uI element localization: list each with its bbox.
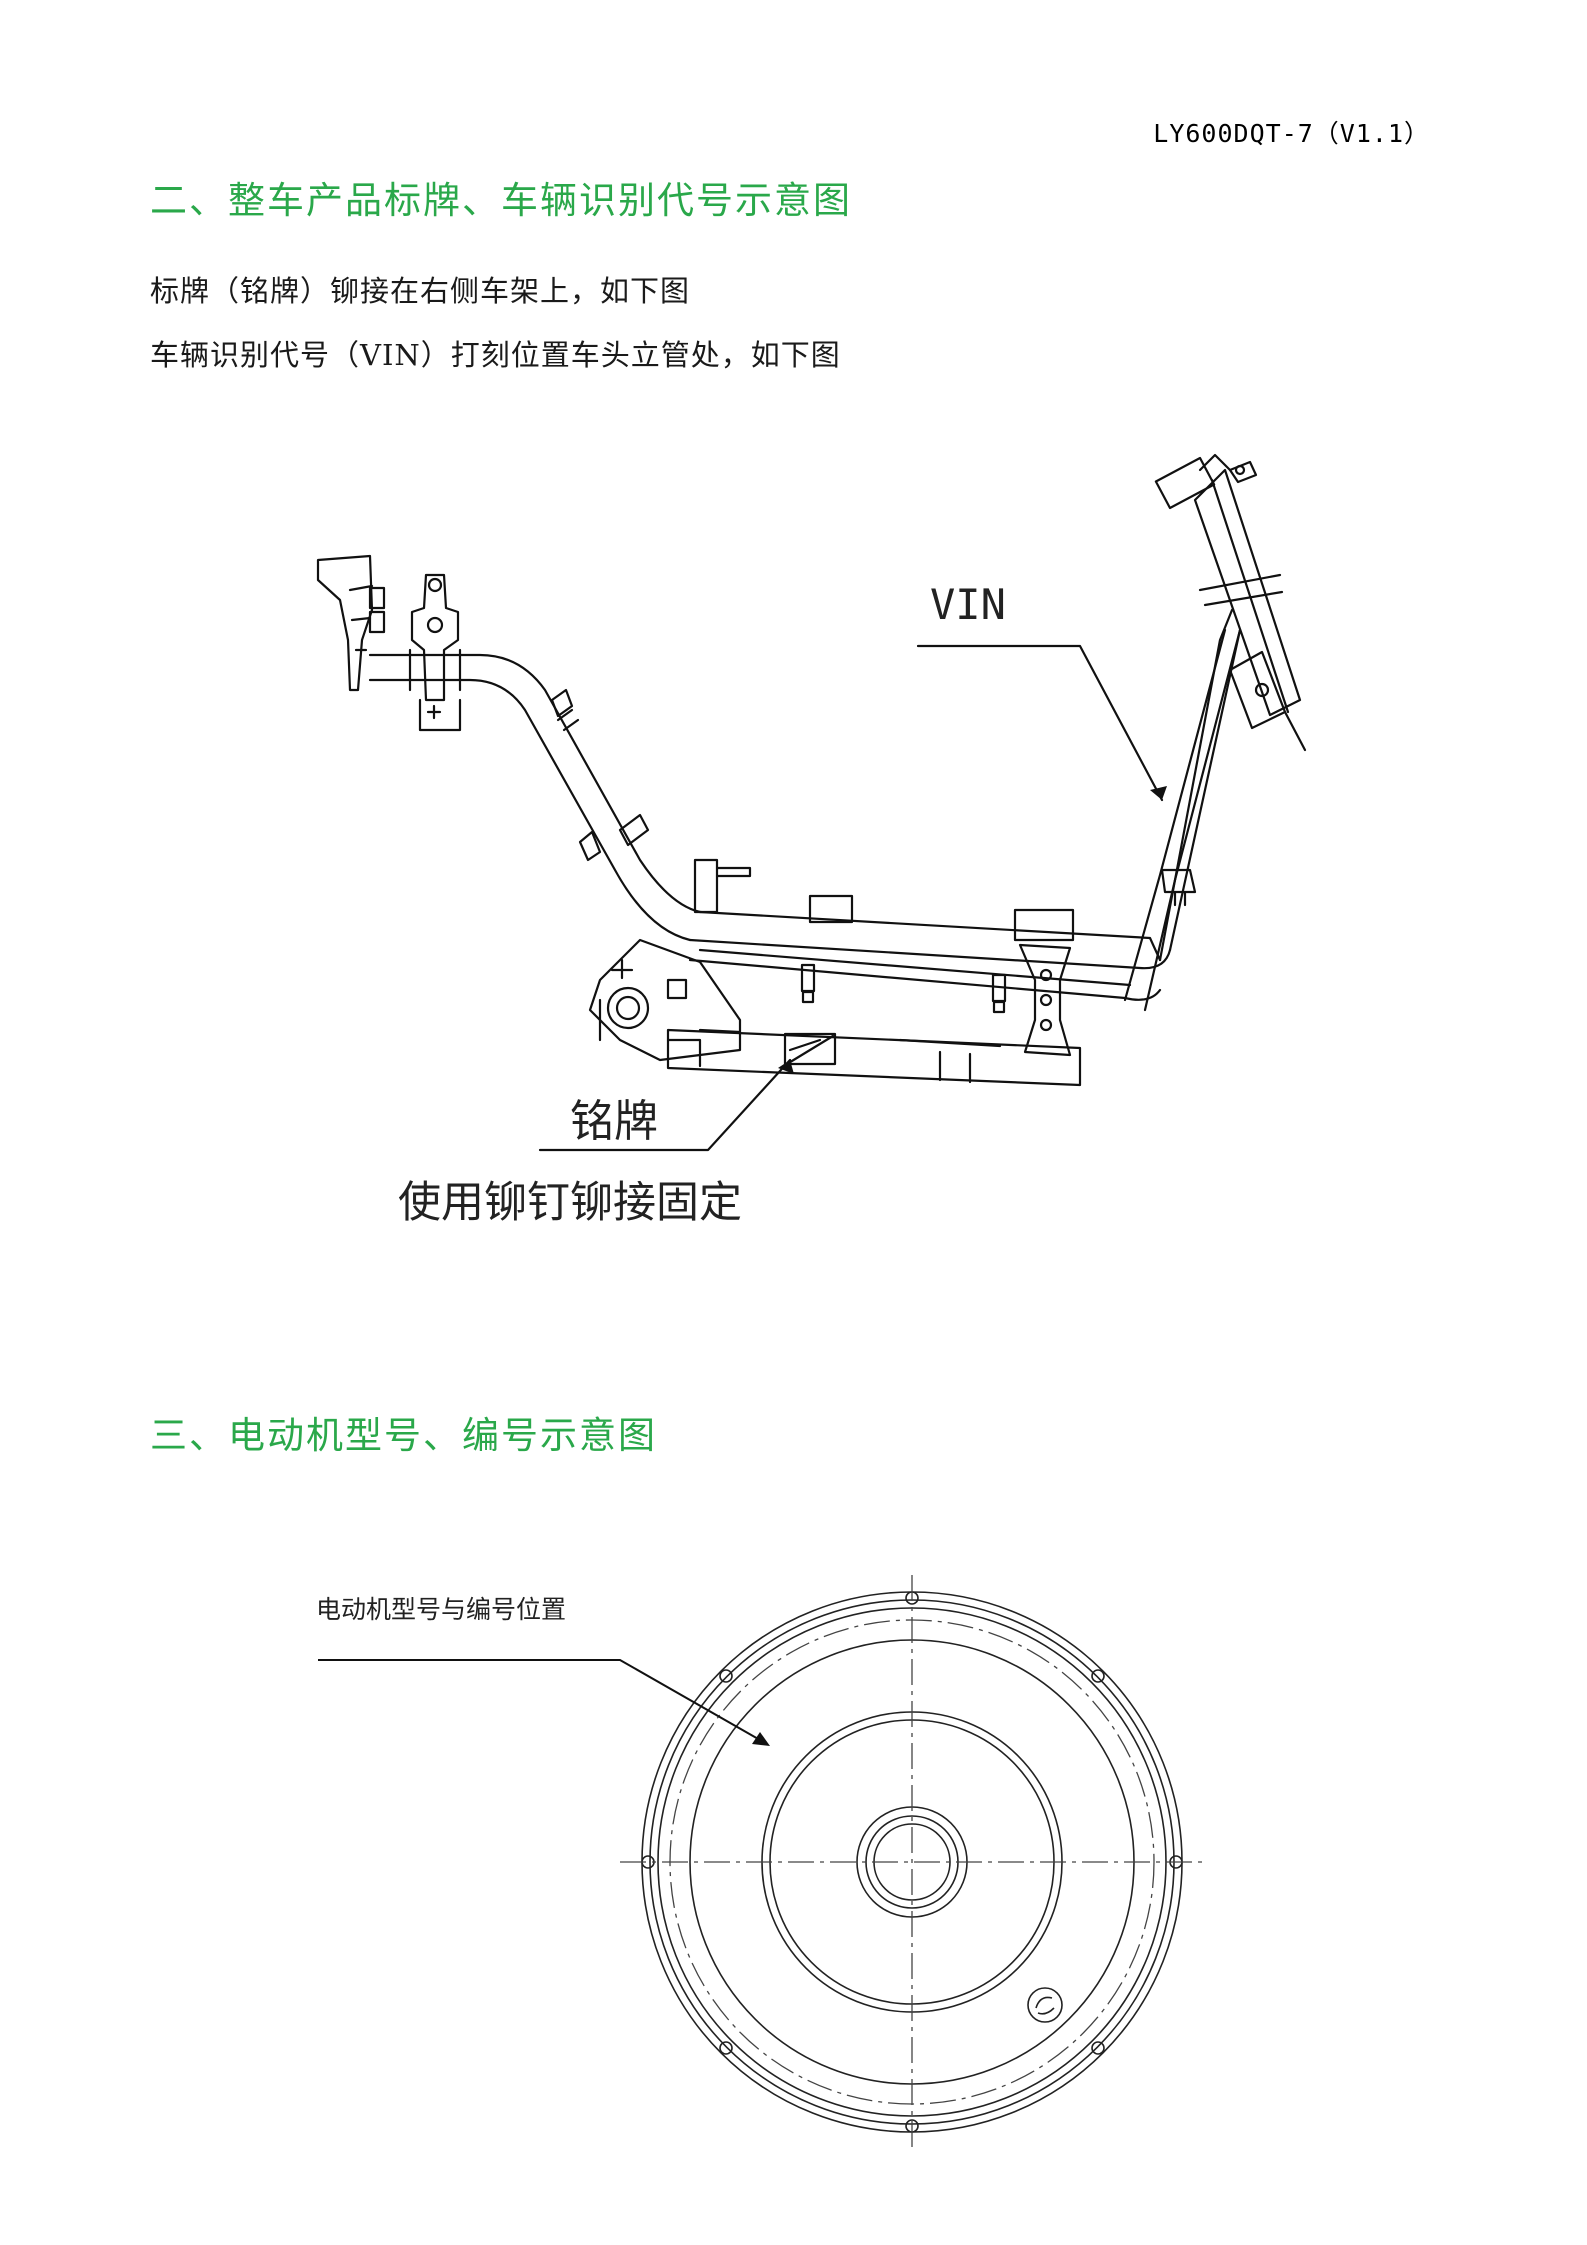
motor-number-position-label: 电动机型号与编号位置 [316,1595,567,1624]
section-2-heading: 二、整车产品标牌、车辆识别代号示意图 [150,179,852,222]
nameplate-label: 铭牌 [570,1096,658,1147]
vin-location-text: 车辆识别代号（VIN）打刻位置车头立管处，如下图 [150,338,841,372]
frame-diagram [316,453,1307,1152]
vin-label: VIN [930,580,1006,629]
section-3-heading: 三、电动机型号、编号示意图 [150,1414,657,1457]
nameplate-note: 使用铆钉铆接固定 [398,1178,742,1228]
document-code: LY600DQT-7（V1.1） [1153,119,1430,148]
nameplate-location-text: 标牌（铭牌）铆接在右侧车架上，如下图 [150,274,691,308]
